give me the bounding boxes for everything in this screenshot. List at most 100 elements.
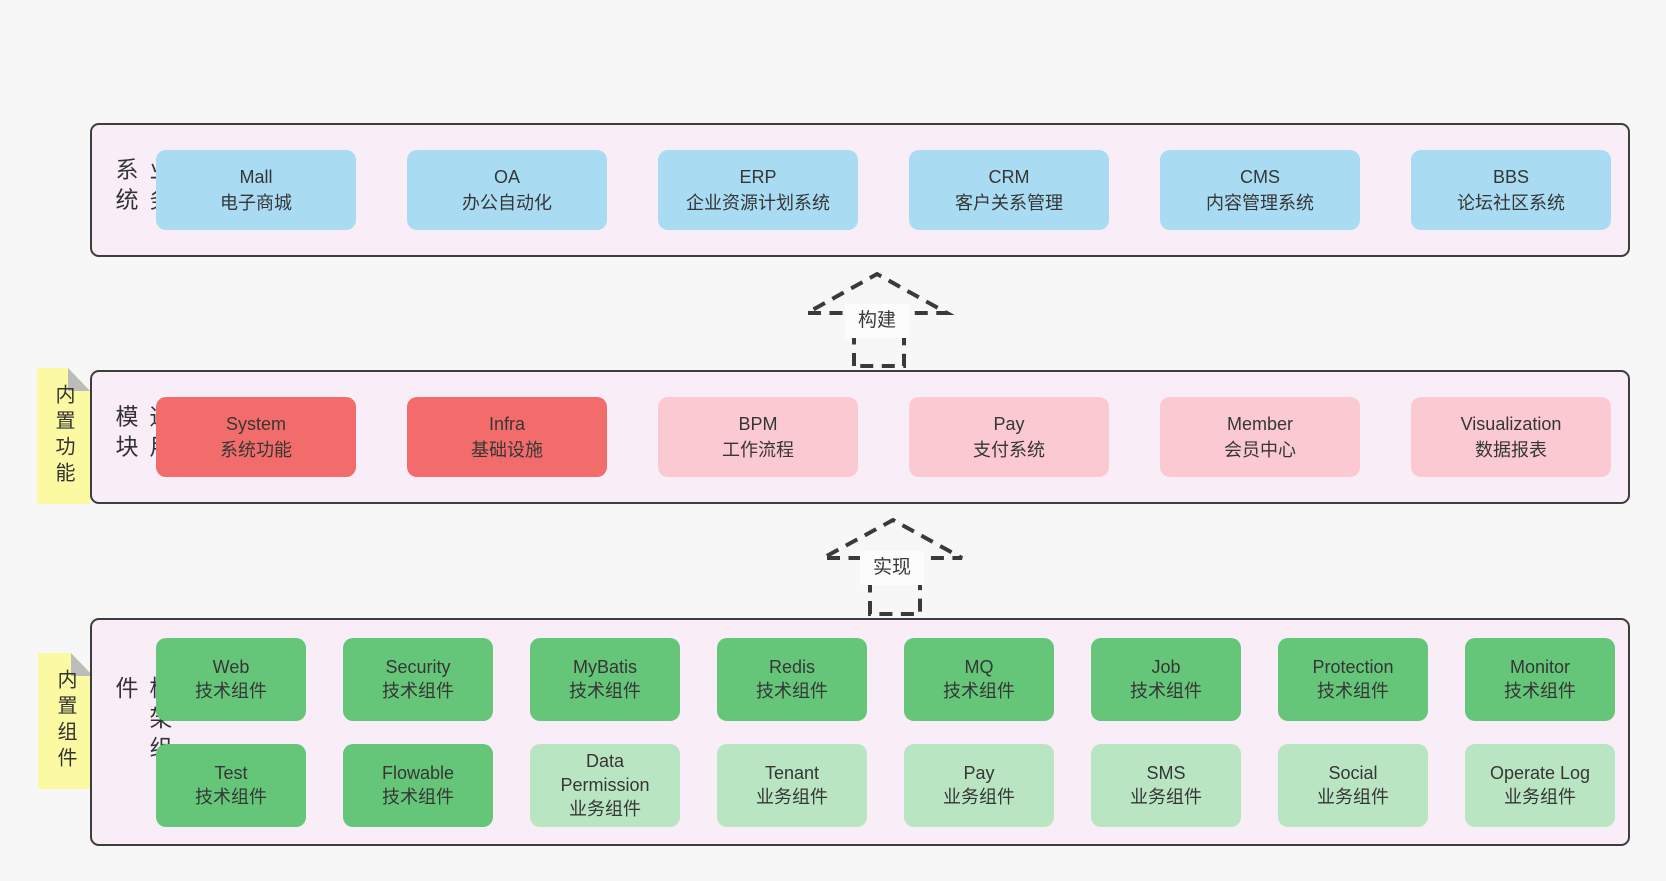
box-name: CMS [1240,167,1280,187]
diagram-box-member: Member 会员中心 [1160,397,1360,477]
box-name: Visualization [1460,414,1562,434]
diagram-box-sms: SMS 业务组件 [1091,743,1241,827]
box-desc: 办公自动化 [462,193,552,213]
sticky-fold-icon [71,653,93,676]
sticky-label-builtin-functions: 内置功能 [52,384,74,488]
box-desc: 数据报表 [1475,440,1547,460]
box-name: Pay [963,763,995,783]
box-name: Data Permission [560,751,650,795]
box-desc: 会员中心 [1224,440,1296,460]
box-name: BPM [738,414,778,434]
dashed-up-arrow-build [799,271,955,368]
box-desc: 支付系统 [973,440,1045,460]
diagram-box-bbs: BBS 论坛社区系统 [1411,150,1611,230]
diagram-box-infra: Infra 基础设施 [407,397,607,477]
box-name: Tenant [764,763,820,783]
box-desc: 技术组件 [943,681,1015,701]
box-desc: 系统功能 [220,440,292,460]
box-name: Member [1226,414,1293,434]
box-name: ERP [739,167,777,187]
box-desc: 业务组件 [943,787,1015,807]
box-desc: 技术组件 [382,681,454,701]
box-desc: 基础设施 [471,440,543,460]
box-name: System [225,414,286,434]
box-desc: 论坛社区系统 [1457,193,1565,213]
diagram-box-data-permission: Data Permission 业务组件 [530,743,680,827]
box-name: MQ [964,657,994,677]
diagram-box-mybatis: MyBatis 技术组件 [530,637,680,721]
box-name: Infra [488,414,526,434]
diagram-box-monitor: Monitor 技术组件 [1465,637,1615,721]
box-desc: 客户关系管理 [955,193,1063,213]
business-systems-panel: 业务系统 Mall 电子商城 OA 办公自动化 ERP 企业资源计划系统 CRM… [90,123,1630,257]
arrow-label-implement: 实现 [860,551,924,585]
box-name: Protection [1312,657,1394,677]
diagram-box-pay-biz: Pay 业务组件 [904,743,1054,827]
box-desc: 技术组件 [195,787,267,807]
sticky-label-builtin-components: 内置组件 [54,669,76,773]
diagram-box-job: Job 技术组件 [1091,637,1241,721]
diagram-box-security: Security 技术组件 [343,637,493,721]
box-name: MyBatis [572,657,637,677]
components-row-1: Web 技术组件 Security 技术组件 MyBatis 技术组件 Redi… [156,637,1615,721]
framework-components-panel: 框架组件 Web 技术组件 Security 技术组件 MyBatis 技术组件… [90,618,1630,846]
diagram-box-redis: Redis 技术组件 [717,637,867,721]
box-desc: 内容管理系统 [1206,193,1314,213]
box-name: Social [1328,763,1378,783]
box-desc: 业务组件 [1504,787,1576,807]
diagram-box-tenant: Tenant 业务组件 [717,743,867,827]
arrow-label-build: 构建 [845,304,909,338]
box-name: OA [493,167,520,187]
diagram-box-test: Test 技术组件 [156,743,306,827]
box-desc: 技术组件 [569,681,641,701]
modules-box-row: System 系统功能 Infra 基础设施 BPM 工作流程 Pay 支付系统… [156,372,1611,502]
box-desc: 技术组件 [1504,681,1576,701]
box-name: Security [385,657,451,677]
box-name: BBS [1492,167,1530,187]
box-desc: 技术组件 [195,681,267,701]
box-desc: 业务组件 [1130,787,1202,807]
diagram-box-social: Social 业务组件 [1278,743,1428,827]
box-name: Flowable [381,763,455,783]
diagram-box-mall: Mall 电子商城 [156,150,356,230]
box-desc: 业务组件 [1317,787,1389,807]
diagram-box-protection: Protection 技术组件 [1278,637,1428,721]
box-name: Pay [993,414,1025,434]
components-row-2: Test 技术组件 Flowable 技术组件 Data Permission … [156,743,1615,827]
box-desc: 技术组件 [382,787,454,807]
dashed-up-arrow-implement [822,517,963,616]
box-name: Redis [768,657,816,677]
box-name: CRM [988,167,1030,187]
box-desc: 业务组件 [756,787,828,807]
box-desc: 技术组件 [1317,681,1389,701]
sticky-fold-icon [68,368,90,391]
box-name: Web [212,657,250,677]
diagram-box-cms: CMS 内容管理系统 [1160,150,1360,230]
diagram-box-oa: OA 办公自动化 [407,150,607,230]
diagram-box-mq: MQ 技术组件 [904,637,1054,721]
diagram-box-operate-log: Operate Log 业务组件 [1465,743,1615,827]
diagram-box-flowable: Flowable 技术组件 [343,743,493,827]
diagram-box-crm: CRM 客户关系管理 [909,150,1109,230]
box-desc: 电子商城 [220,193,292,213]
diagram-box-system: System 系统功能 [156,397,356,477]
box-name: SMS [1146,763,1186,783]
diagram-box-erp: ERP 企业资源计划系统 [658,150,858,230]
box-name: Mall [239,167,273,187]
box-desc: 工作流程 [722,440,794,460]
business-box-row: Mall 电子商城 OA 办公自动化 ERP 企业资源计划系统 CRM 客户关系… [156,125,1611,255]
diagram-box-visualization: Visualization 数据报表 [1411,397,1611,477]
box-desc: 业务组件 [569,799,641,819]
box-name: Monitor [1509,657,1571,677]
box-name: Operate Log [1489,763,1591,783]
components-box-grid: Web 技术组件 Security 技术组件 MyBatis 技术组件 Redi… [156,620,1615,844]
diagram-box-bpm: BPM 工作流程 [658,397,858,477]
diagram-box-web: Web 技术组件 [156,637,306,721]
box-name: Job [1151,657,1181,677]
box-desc: 技术组件 [1130,681,1202,701]
box-desc: 技术组件 [756,681,828,701]
diagram-box-pay: Pay 支付系统 [909,397,1109,477]
common-modules-panel: 通用模块 System 系统功能 Infra 基础设施 BPM 工作流程 Pay… [90,370,1630,504]
box-name: Test [214,763,248,783]
box-desc: 企业资源计划系统 [686,193,830,213]
